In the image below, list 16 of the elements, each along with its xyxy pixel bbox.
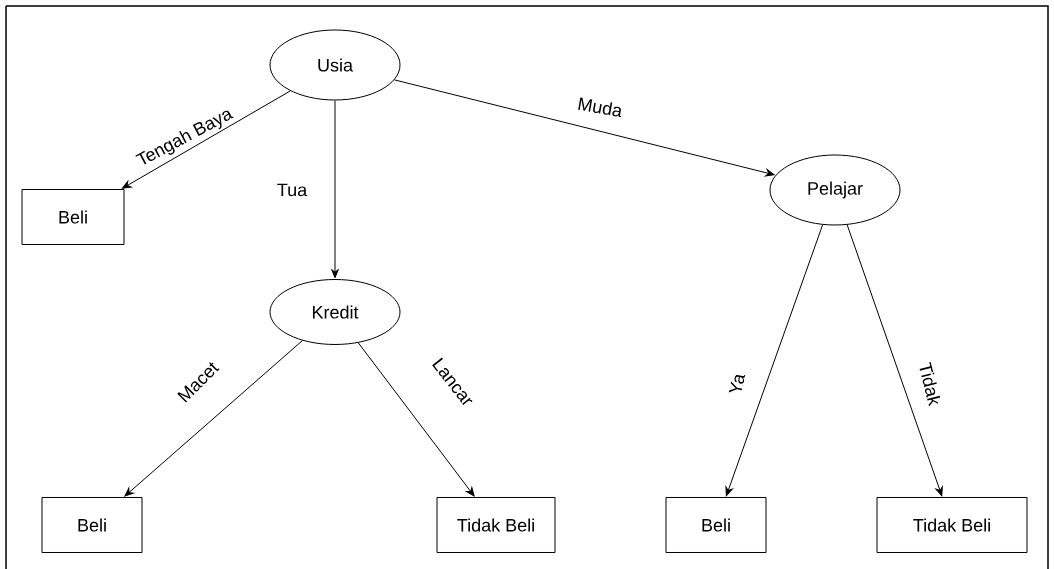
edge-label: Muda bbox=[578, 97, 622, 118]
arrow bbox=[846, 224, 943, 497]
leaf-box: Tidak Beli bbox=[436, 497, 556, 553]
arrow bbox=[394, 79, 775, 177]
edge-label: Ya bbox=[728, 374, 746, 393]
leaf-box: Beli bbox=[665, 497, 767, 553]
arrow bbox=[725, 224, 824, 497]
leaf-box: Beli bbox=[41, 497, 143, 553]
edge-label: Tidak bbox=[919, 361, 941, 407]
leaf-box: Beli bbox=[21, 189, 125, 245]
leaf-box: Tidak Beli bbox=[876, 497, 1028, 553]
arrow bbox=[331, 100, 339, 279]
edge-label: Tua bbox=[277, 183, 308, 197]
arrow bbox=[357, 342, 475, 497]
arrow bbox=[121, 90, 291, 189]
arrow bbox=[124, 340, 303, 497]
